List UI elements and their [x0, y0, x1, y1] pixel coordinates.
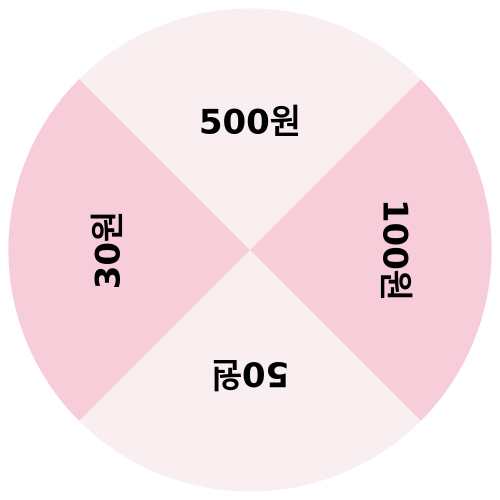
- segment-left-label: 30원: [89, 211, 129, 290]
- segment-top-label: 500원: [199, 103, 301, 143]
- segment-bottom[interactable]: [79, 250, 421, 492]
- segment-bottom-label: 50원: [211, 354, 290, 394]
- segment-left[interactable]: [8, 79, 250, 421]
- segment-right-label: 100원: [375, 199, 415, 301]
- segment-right[interactable]: [250, 79, 492, 421]
- segment-top[interactable]: [79, 8, 421, 251]
